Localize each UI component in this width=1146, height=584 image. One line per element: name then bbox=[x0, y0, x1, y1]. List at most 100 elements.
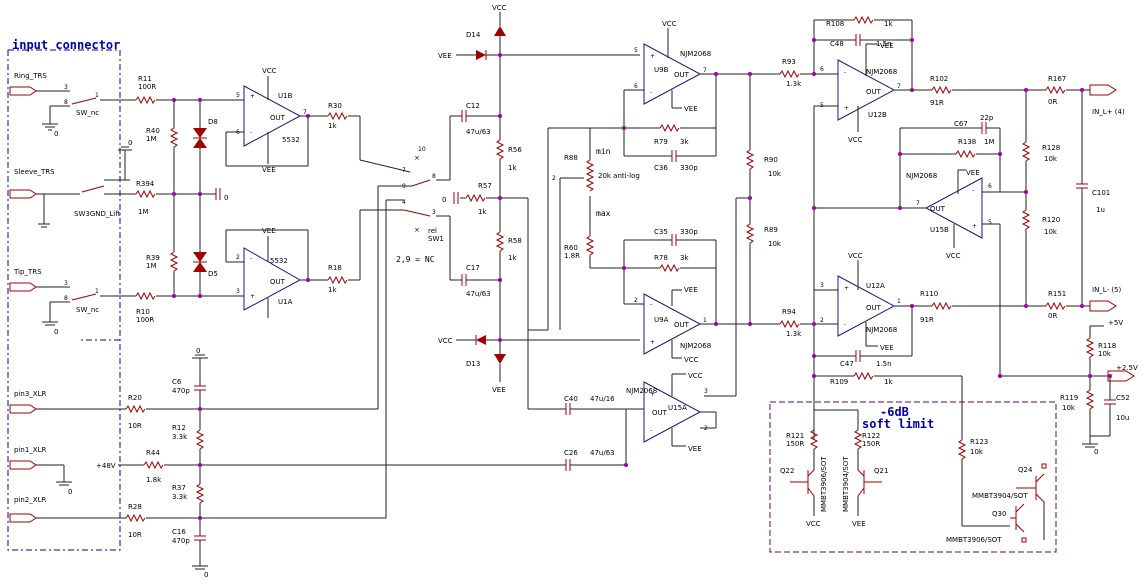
svg-text:R93: R93 bbox=[782, 58, 796, 66]
svg-text:R94: R94 bbox=[782, 308, 796, 316]
svg-text:OUT: OUT bbox=[674, 71, 690, 79]
svg-text:R58: R58 bbox=[508, 237, 522, 245]
svg-text:3.3k: 3.3k bbox=[172, 433, 188, 441]
r78-resistor bbox=[659, 263, 680, 273]
svg-text:+: + bbox=[844, 285, 849, 292]
sw-nc-label-bottom: SW_nc bbox=[76, 306, 99, 314]
svg-text:470p: 470p bbox=[172, 537, 190, 545]
relay-sw1: 7 × 10 9 8 4 3 × rel SW1 2,9 = NC bbox=[377, 146, 450, 518]
svg-text:2: 2 bbox=[634, 297, 638, 304]
svg-text:8: 8 bbox=[432, 173, 436, 180]
svg-text:1M: 1M bbox=[984, 138, 995, 146]
svg-text:-: - bbox=[250, 255, 252, 262]
svg-text:NJM2068: NJM2068 bbox=[866, 68, 897, 76]
svg-text:150R: 150R bbox=[862, 440, 880, 448]
svg-text:OUT: OUT bbox=[674, 321, 690, 329]
r93-resistor bbox=[779, 69, 800, 79]
svg-text:3k: 3k bbox=[680, 138, 689, 146]
r122-resistor bbox=[853, 429, 863, 450]
svg-text:6: 6 bbox=[634, 83, 638, 90]
r79-resistor bbox=[659, 123, 680, 133]
svg-text:VCC: VCC bbox=[688, 372, 703, 380]
summing-network: R93 1.3k R94 1.3k R90 10k R89 10k bbox=[745, 58, 838, 338]
svg-text:91R: 91R bbox=[930, 99, 944, 107]
sleeve-trs-connector bbox=[9, 189, 37, 199]
tip-trs-connector bbox=[9, 282, 37, 292]
svg-text:1.5n: 1.5n bbox=[876, 40, 892, 48]
r138-resistor bbox=[955, 149, 976, 159]
svg-text:R10: R10 bbox=[136, 308, 150, 316]
svg-text:VEE: VEE bbox=[438, 52, 452, 60]
svg-text:10k: 10k bbox=[1098, 350, 1112, 358]
svg-text:×: × bbox=[414, 154, 420, 162]
soft-limit-title-1: -6dB bbox=[880, 405, 909, 419]
r109-resistor bbox=[853, 371, 874, 381]
svg-text:1u: 1u bbox=[1096, 206, 1105, 214]
svg-text:1k: 1k bbox=[328, 122, 337, 130]
svg-text:0: 0 bbox=[224, 194, 228, 202]
u15b-opamp: - + OUT U15B NJM2068 7 6 5 VEE VCC C67 2… bbox=[812, 88, 1060, 376]
r94-resistor bbox=[779, 319, 800, 329]
svg-text:U15A: U15A bbox=[668, 404, 687, 412]
u1b-opamp: + - U1B OUT 5532 VCC VEE 5 6 7 bbox=[225, 67, 328, 174]
r12-resistor bbox=[195, 429, 205, 450]
soft-limit-block: -6dB soft limit R121 150R R122 150R VCC … bbox=[769, 376, 1057, 553]
svg-text:C40: C40 bbox=[564, 395, 578, 403]
svg-text:0: 0 bbox=[54, 130, 58, 138]
svg-text:5532: 5532 bbox=[282, 136, 300, 144]
svg-text:1.3k: 1.3k bbox=[786, 80, 802, 88]
svg-text:0: 0 bbox=[1094, 448, 1098, 456]
svg-text:R37: R37 bbox=[172, 484, 186, 492]
r102-resistor bbox=[931, 85, 952, 95]
svg-text:100R: 100R bbox=[138, 83, 156, 91]
svg-text:R108: R108 bbox=[826, 20, 844, 28]
svg-text:IN_L- (5): IN_L- (5) bbox=[1092, 286, 1122, 294]
svg-text:1.5n: 1.5n bbox=[876, 360, 892, 368]
svg-text:C47: C47 bbox=[840, 360, 854, 368]
svg-text:D14: D14 bbox=[466, 31, 481, 39]
svg-text:5: 5 bbox=[634, 47, 638, 54]
svg-text:R88: R88 bbox=[564, 154, 578, 162]
pin2-xlr-label: pin2_XLR bbox=[14, 496, 46, 504]
p2v5-port bbox=[1107, 370, 1135, 382]
r119-resistor bbox=[1085, 389, 1095, 410]
r167-resistor bbox=[1045, 85, 1066, 95]
svg-text:3: 3 bbox=[64, 84, 68, 91]
r88-pot bbox=[585, 159, 595, 192]
svg-text:100R: 100R bbox=[136, 316, 154, 324]
svg-text:OUT: OUT bbox=[270, 114, 286, 122]
clamp-diodes: VCC D14 VEE VCC D13 VEE bbox=[438, 4, 640, 394]
svg-text:R78: R78 bbox=[654, 254, 668, 262]
svg-text:D5: D5 bbox=[208, 270, 218, 278]
svg-text:R28: R28 bbox=[128, 503, 142, 511]
svg-text:1k: 1k bbox=[884, 20, 893, 28]
r30-r18: R30 1k R18 1k bbox=[327, 102, 411, 294]
r39-resistor bbox=[169, 251, 179, 272]
svg-text:47u/63: 47u/63 bbox=[466, 128, 491, 136]
svg-text:VEE: VEE bbox=[262, 166, 276, 174]
svg-text:7: 7 bbox=[402, 167, 406, 174]
svg-text:OUT: OUT bbox=[866, 88, 882, 96]
svg-text:VCC: VCC bbox=[946, 252, 961, 260]
svg-text:VCC: VCC bbox=[262, 67, 277, 75]
svg-text:1k: 1k bbox=[478, 208, 487, 216]
svg-text:R138: R138 bbox=[958, 138, 976, 146]
svg-text:NJM2068: NJM2068 bbox=[906, 172, 937, 180]
r120-resistor bbox=[1021, 209, 1031, 230]
svg-text:7: 7 bbox=[703, 67, 707, 74]
svg-text:1.8R: 1.8R bbox=[564, 252, 580, 260]
svg-text:-: - bbox=[650, 89, 652, 96]
svg-text:VEE: VEE bbox=[880, 344, 894, 352]
r44-resistor bbox=[143, 460, 164, 470]
svg-text:47u/16: 47u/16 bbox=[590, 395, 615, 403]
svg-text:VEE: VEE bbox=[262, 227, 276, 235]
svg-text:47u/63: 47u/63 bbox=[466, 290, 491, 298]
svg-text:C48: C48 bbox=[830, 40, 844, 48]
tip-trs-label: Tip_TRS bbox=[13, 268, 42, 276]
svg-text:MMBT3904/SOT: MMBT3904/SOT bbox=[972, 492, 1028, 500]
svg-text:R109: R109 bbox=[830, 378, 848, 386]
svg-text:2: 2 bbox=[236, 254, 240, 261]
svg-text:10R: 10R bbox=[128, 422, 142, 430]
svg-text:NJM2068: NJM2068 bbox=[866, 326, 897, 334]
svg-text:-: - bbox=[650, 427, 652, 434]
